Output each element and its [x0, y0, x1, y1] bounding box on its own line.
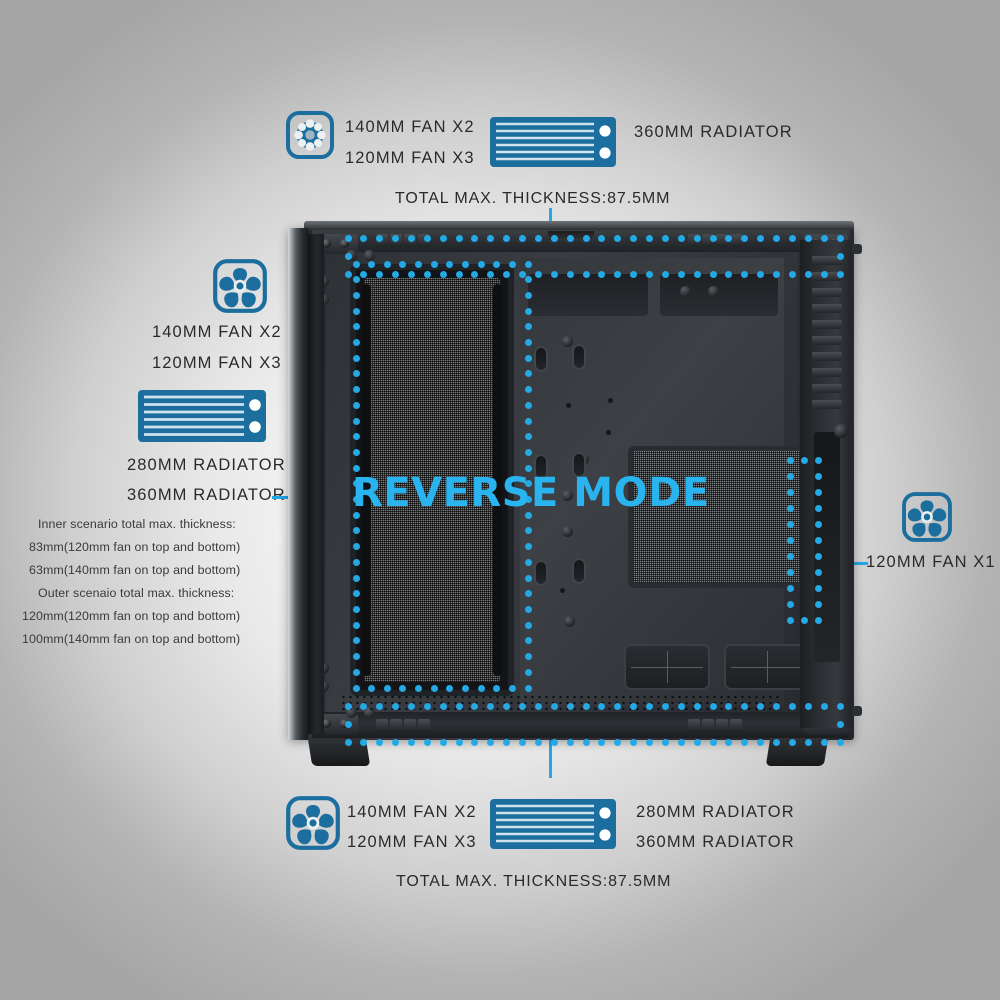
- cable-routing-cutout: [534, 454, 548, 480]
- left-radiator-line-1: 280MM RADIATOR: [127, 456, 286, 474]
- mesh-slot: [362, 284, 371, 676]
- left-note-3: 63mm(140mm fan on top and bottom): [29, 563, 241, 577]
- case-foot-right: [765, 738, 829, 766]
- bottom-fan-line-2: 120MM FAN X3: [347, 833, 477, 851]
- right-fan-line-1: 120MM FAN X1: [866, 553, 996, 571]
- cutout-cross: [631, 651, 703, 683]
- top-header-block: [716, 234, 728, 247]
- cable-routing-cutout: [572, 452, 586, 478]
- standoff-hole: [560, 588, 565, 593]
- front-mesh: [364, 278, 500, 682]
- case-screw: [364, 250, 375, 261]
- left-note-5: 120mm(120mm fan on top and bottom): [22, 609, 241, 623]
- standoff-hole: [566, 403, 571, 408]
- psu-shroud-cutout-right: [724, 644, 810, 690]
- top-header-block: [418, 234, 430, 247]
- case-side-nub-bottom: [852, 706, 862, 716]
- left-note-2: 83mm(120mm fan on top and bottom): [29, 540, 241, 554]
- side-glass-panel: [288, 228, 308, 740]
- bottom-header-block: [716, 719, 728, 732]
- radiator-icon: [138, 390, 266, 442]
- cable-routing-cutout: [534, 560, 548, 586]
- top-fan-line-2: 120MM FAN X3: [345, 149, 475, 167]
- pc-case-illustration: [288, 221, 862, 766]
- psu-shroud-cutout-left: [624, 644, 710, 690]
- tray-screw: [680, 286, 691, 297]
- rear-fan-mount-slot: [814, 432, 840, 662]
- bottom-header-block: [418, 719, 430, 732]
- left-fan-line-1: 140MM FAN X2: [152, 323, 282, 341]
- bottom-header-block: [404, 719, 416, 732]
- top-header-block: [390, 234, 402, 247]
- left-note-1: Inner scenario total max. thickness:: [38, 517, 236, 531]
- tray-screw: [708, 286, 719, 297]
- top-header-block: [730, 234, 742, 247]
- bottom-thickness-label: TOTAL MAX. THICKNESS:87.5MM: [396, 873, 672, 890]
- bottom-vent-perforations: [340, 694, 780, 710]
- top-header-block: [702, 234, 714, 247]
- top-thickness-label: TOTAL MAX. THICKNESS:87.5MM: [395, 190, 671, 207]
- fan-icon: [286, 796, 340, 850]
- radiator-icon: [490, 799, 616, 849]
- case-side-nub-top: [852, 244, 862, 254]
- bottom-header-block: [702, 719, 714, 732]
- case-top-lip: [304, 221, 854, 230]
- standoff-hole: [606, 430, 611, 435]
- top-header-block: [688, 234, 700, 247]
- tray-screw: [562, 526, 573, 537]
- cable-routing-cutout: [534, 346, 548, 372]
- cutout-cross: [731, 651, 803, 683]
- case-foot-left: [307, 738, 371, 766]
- left-radiator-line-2: 360MM RADIATOR: [127, 486, 286, 504]
- front-radiator-mesh-bracket: [350, 264, 514, 696]
- case-top-latch: [548, 231, 594, 240]
- top-bay-left: [528, 274, 648, 316]
- left-fan-line-2: 120MM FAN X3: [152, 354, 282, 372]
- left-note-4: Outer scenaio total max. thickness:: [38, 586, 235, 600]
- bottom-radiator-line-1: 280MM RADIATOR: [636, 803, 795, 821]
- case-screw: [346, 707, 357, 718]
- bottom-header-block: [688, 719, 700, 732]
- leader-line-bottom: [549, 726, 552, 778]
- side-inner-panel: [308, 234, 324, 734]
- cable-routing-cutout: [572, 558, 586, 584]
- standoff-hole: [608, 398, 613, 403]
- bottom-header-block: [390, 719, 402, 732]
- reverse-mode-label: REVERSE MODE: [352, 470, 710, 516]
- left-note-6: 100mm(140mm fan on top and bottom): [22, 632, 241, 646]
- top-radiator-line-1: 360MM RADIATOR: [634, 123, 793, 141]
- fan-icon: [902, 492, 952, 542]
- top-bay-right: [660, 274, 778, 316]
- motherboard-tray: [520, 258, 816, 706]
- top-fan-line-1: 140MM FAN X2: [345, 118, 475, 136]
- top-header-block: [376, 234, 388, 247]
- bottom-fan-line-1: 140MM FAN X2: [347, 803, 477, 821]
- fan-icon: [213, 259, 267, 313]
- mesh-slot: [493, 284, 502, 676]
- case-screw: [364, 707, 375, 718]
- cable-routing-cutout: [572, 344, 586, 370]
- bottom-radiator-line-2: 360MM RADIATOR: [636, 833, 795, 851]
- top-header-block: [404, 234, 416, 247]
- rear-thumbscrew: [834, 424, 848, 438]
- case-screw: [346, 250, 357, 261]
- expansion-slot-fins: [812, 256, 842, 416]
- bottom-header-block: [376, 719, 388, 732]
- tray-screw: [564, 616, 575, 627]
- tray-screw: [562, 336, 573, 347]
- tray-screw: [562, 490, 573, 501]
- fan-icon: [286, 111, 334, 159]
- rear-mesh-vent: [628, 446, 816, 588]
- bottom-header-block: [730, 719, 742, 732]
- radiator-icon: [490, 117, 616, 167]
